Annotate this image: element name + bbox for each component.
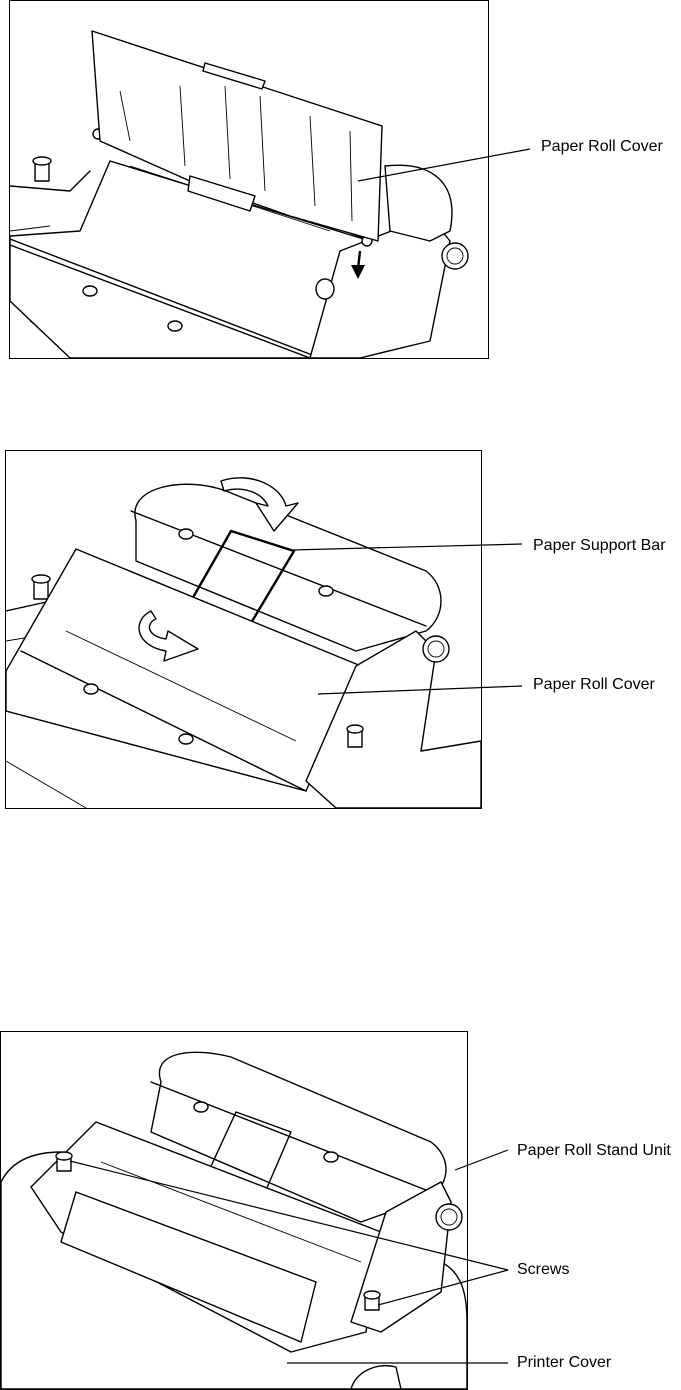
figure-1-illustration (9, 0, 489, 359)
callout-screws: Screws (517, 1261, 569, 1279)
left-bracket (10, 171, 90, 191)
callout-paper-roll-cover-1: Paper Roll Cover (541, 138, 663, 156)
right-roller (316, 279, 334, 299)
callout-paper-roll-stand-unit: Paper Roll Stand Unit (517, 1142, 671, 1160)
callout-paper-roll-cover-2: Paper Roll Cover (533, 676, 655, 694)
left-knob-icon (32, 575, 50, 599)
right-screw-icon (364, 1291, 380, 1310)
right-knob-icon (436, 1204, 462, 1230)
figure-2-illustration (5, 450, 482, 809)
roll-end-cap (385, 165, 452, 241)
callout-printer-cover: Printer Cover (517, 1354, 611, 1372)
right-knob-icon (423, 636, 449, 662)
figure-3-illustration (0, 1031, 468, 1390)
right-knob-icon (442, 243, 468, 269)
callout-paper-support-bar: Paper Support Bar (533, 537, 666, 555)
left-knob-icon (33, 157, 51, 181)
left-screw-icon (56, 1152, 72, 1171)
right-screw-icon (347, 725, 363, 747)
